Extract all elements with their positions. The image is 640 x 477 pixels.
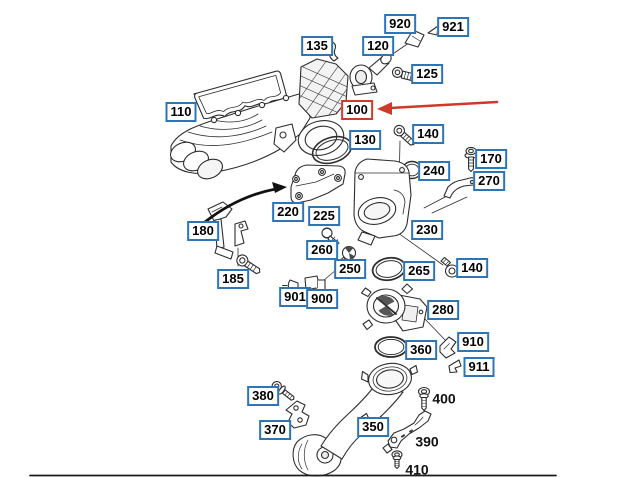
part-label-100[interactable]: 100 [341,100,373,120]
bolt-185-drawing [236,254,261,275]
part-label-250[interactable]: 250 [334,259,366,279]
part-label-380[interactable]: 380 [247,386,279,406]
gasket-110-drawing [193,70,288,120]
part-label-185[interactable]: 185 [217,269,249,289]
bracket-370-drawing [285,400,310,429]
part-label-410: 410 [405,461,429,477]
part-label-110[interactable]: 110 [165,102,197,122]
part-label-911[interactable]: 911 [463,357,495,377]
part-label-170[interactable]: 170 [475,149,507,169]
part-label-920[interactable]: 920 [384,14,416,34]
part-label-370[interactable]: 370 [259,420,291,440]
screw-920-drawing [404,29,425,48]
part-label-900[interactable]: 900 [306,289,338,309]
connection-part-230-drawing [353,158,412,246]
throttle-body-280-drawing [360,283,428,332]
part-label-220[interactable]: 220 [272,202,304,222]
part-label-120[interactable]: 120 [362,36,394,56]
part-label-260[interactable]: 260 [306,240,338,260]
part-label-180[interactable]: 180 [187,221,219,241]
part-label-270[interactable]: 270 [473,171,505,191]
bolt-170-drawing [464,146,478,173]
part-label-125[interactable]: 125 [411,64,443,84]
part-label-140-upper[interactable]: 140 [412,124,444,144]
part-label-130[interactable]: 130 [349,130,381,150]
part-label-390: 390 [415,433,439,450]
bracket-390-drawing [382,410,432,454]
bracket-220-drawing [290,164,346,204]
clip-910-drawing [439,336,457,359]
part-label-910[interactable]: 910 [457,332,489,352]
bolt-400-drawing [417,386,431,412]
part-label-265[interactable]: 265 [403,261,435,281]
highlight-arrow [377,100,499,115]
valve-120-drawing [349,53,392,96]
part-label-280[interactable]: 280 [427,300,459,320]
part-label-230[interactable]: 230 [411,220,443,240]
part-label-360[interactable]: 360 [405,340,437,360]
intake-manifold-100-drawing [170,58,349,180]
part-label-400: 400 [432,390,456,407]
part-label-240[interactable]: 240 [418,161,450,181]
bolt-410-drawing [391,450,403,470]
part-label-225[interactable]: 225 [308,206,340,226]
assembly-direction-arrow [203,182,287,224]
clip-911-drawing [448,359,462,374]
part-label-140-lower[interactable]: 140 [456,258,488,278]
part-label-135[interactable]: 135 [301,36,333,56]
part-label-921[interactable]: 921 [437,17,469,37]
part-label-350[interactable]: 350 [357,417,389,437]
